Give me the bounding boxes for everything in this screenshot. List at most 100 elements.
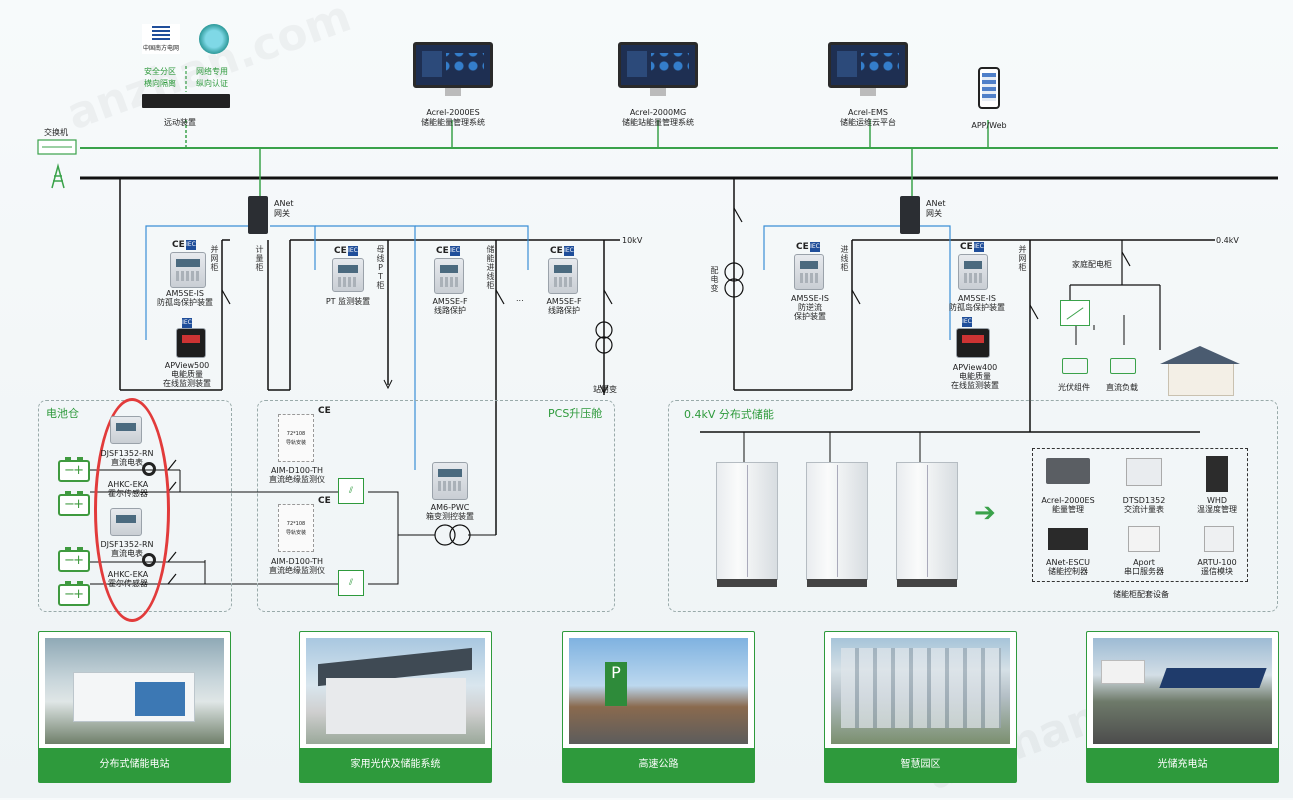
battery-icon: −+ (58, 547, 90, 572)
storage-cabinet-icon (716, 462, 778, 587)
hall-sensor-icon (142, 462, 156, 476)
device-am5se-f-1 (434, 258, 464, 294)
gateway-left-2: 网关 (274, 209, 290, 218)
am5se-is-desc: 防孤岛保护装置 (157, 298, 213, 307)
scenario-card-1: 分布式储能电站 (38, 631, 231, 783)
am5se-f1-desc: 线路保护 (434, 306, 466, 315)
am5se-f2-name: AM5SE-F (546, 297, 582, 306)
pv-panel-icon (1062, 358, 1088, 374)
ellipsis: ... (516, 294, 524, 303)
monitor-ems (828, 42, 908, 98)
iec-mark: IEC (450, 246, 460, 256)
device-am6-pwc (432, 462, 468, 500)
iec-mark: IEC (974, 242, 984, 252)
equip-icon-2 (1126, 458, 1162, 486)
device-apview500 (176, 328, 206, 358)
panel-storage-in: 储能进线柜 (486, 245, 495, 290)
battery-icon: −+ (58, 491, 90, 516)
device-am5se-is-left (170, 252, 206, 288)
am5se-is-right-desc: 防孤岛保护装置 (949, 303, 1005, 312)
reverse-desc1: 防逆流 (798, 303, 822, 312)
reverse-name: AM5SE-IS (791, 294, 829, 303)
gateway-right-icon (900, 196, 920, 234)
scenario-label-2: 家用光伏及储能系统 (300, 748, 491, 782)
hall-1-desc: 霍尔传感器 (108, 489, 148, 498)
sys3-name: Acrel-EMS (848, 108, 888, 117)
sys2-desc: 储能站能量管理系统 (622, 118, 694, 127)
eq3-desc: 温湿度管理 (1197, 505, 1237, 514)
eq2-name: DTSD1352 (1122, 496, 1166, 505)
sys1-desc: 储能能量管理系统 (421, 118, 485, 127)
eq1-name: Acrel-2000ES (1041, 496, 1095, 505)
dcdc-converter-icon: ⫽ (338, 570, 364, 596)
apview400-name: APView400 (952, 363, 998, 372)
hall-1-name: AHKC-EKA (107, 480, 149, 489)
panel-incoming: 进线柜 (840, 245, 849, 272)
battery-box-title: 电池仓 (46, 407, 79, 420)
eq6-desc: 遥信模块 (1201, 567, 1233, 576)
scenario-card-3: P 高速公路 (562, 631, 755, 783)
scenario-image: P (569, 638, 748, 744)
ce-mark: CE (172, 240, 185, 250)
ce-mark: CE (960, 242, 973, 252)
storage-box-title: 0.4kV 分布式储能 (684, 408, 774, 421)
dc-meter-icon (110, 416, 142, 444)
apview500-desc1: 电能质量 (171, 370, 203, 379)
equip-icon-1 (1046, 458, 1090, 484)
home-cabinet: 家庭配电柜 (1072, 260, 1112, 269)
insulation-monitor-icon: 72*108 导轨安装 (278, 504, 314, 552)
iec-mark: IEC (182, 318, 192, 328)
aim-1-desc: 直流绝缘监测仪 (269, 475, 325, 484)
sys3-desc: 储能运维云平台 (840, 118, 896, 127)
scenario-image (45, 638, 224, 744)
storage-cabinet-icon (806, 462, 868, 587)
equip-icon-4 (1048, 528, 1088, 550)
device-am5se-is-right (958, 254, 988, 290)
equip-icon-3 (1206, 456, 1228, 492)
apview400-desc2: 在线监测装置 (951, 381, 999, 390)
phone-icon (978, 67, 1000, 109)
iec-mark: IEC (564, 246, 574, 256)
eq4-name: ANet-ESCU (1046, 558, 1090, 567)
scenario-card-4: 智慧园区 (824, 631, 1017, 783)
pcs-box (257, 400, 615, 612)
hall-sensor-icon (142, 553, 156, 567)
pt-monitor-name: PT 监测装置 (325, 297, 371, 306)
bus-04kv: 0.4kV (1216, 236, 1239, 245)
apview500-name: APView500 (164, 361, 210, 370)
scenario-image (831, 638, 1010, 744)
dc-load-label: 直流负载 (1106, 383, 1138, 392)
eq5-desc: 串口服务器 (1124, 567, 1164, 576)
iec-mark: IEC (810, 242, 820, 252)
ce-mark: CE (796, 242, 809, 252)
house-icon (1160, 346, 1240, 398)
dc-meter-2-name: DJSF1352-RN (100, 540, 154, 549)
scenario-label-3: 高速公路 (563, 748, 754, 782)
am5se-f1-name: AM5SE-F (432, 297, 468, 306)
monitor-2000mg (618, 42, 698, 98)
eq5-name: Aport (1133, 558, 1155, 567)
gateway-left-1: ANet (274, 199, 294, 208)
sys2-name: Acrel-2000MG (629, 108, 687, 117)
battery-icon: −+ (58, 581, 90, 606)
aim-2-desc: 直流绝缘监测仪 (269, 566, 325, 575)
ce-mark: CE (550, 246, 563, 256)
scenario-label-4: 智慧园区 (825, 748, 1016, 782)
dist-transformer: 配电变 (710, 266, 719, 293)
scenario-label-5: 光储充电站 (1087, 748, 1278, 782)
iec-mark: IEC (962, 317, 972, 327)
dc-meter-1-desc: 直流电表 (111, 458, 143, 467)
device-apview400 (956, 328, 990, 358)
gateway-right-2: 网关 (926, 209, 942, 218)
storage-cabinet-icon (896, 462, 958, 587)
am6-pwc-name: AM6-PWC (430, 503, 470, 512)
dc-load-icon (1110, 358, 1136, 374)
panel-grid: 并网柜 (210, 245, 219, 272)
dc-meter-icon (110, 508, 142, 536)
gateway-right-1: ANet (926, 199, 946, 208)
dcdc-converter-icon: ⫽ (338, 478, 364, 504)
am5se-is-right-name: AM5SE-IS (958, 294, 996, 303)
eq6-name: ARTU-100 (1197, 558, 1237, 567)
device-am5se-is-reverse (794, 254, 824, 290)
zone-right-1: 网络专用 (196, 67, 228, 76)
